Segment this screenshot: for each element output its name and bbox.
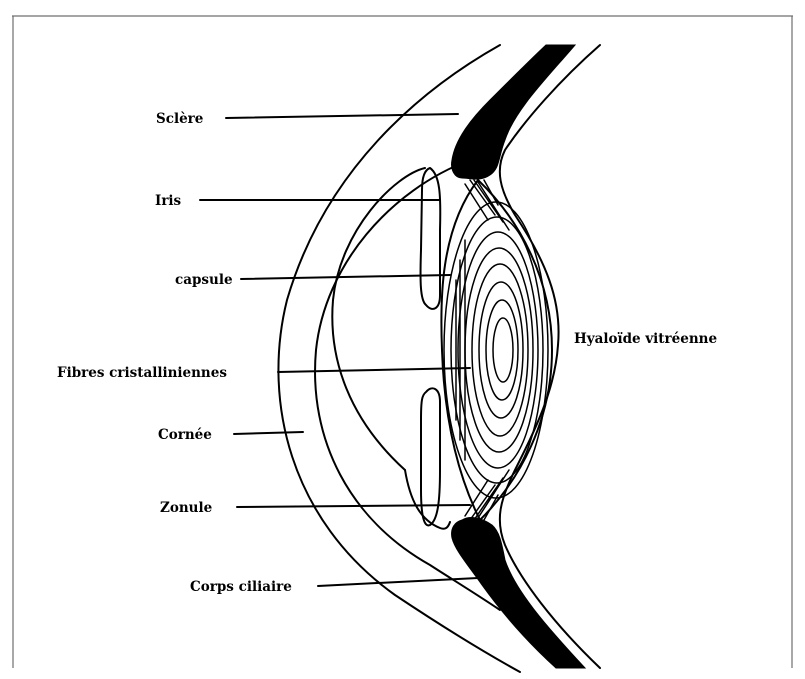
- label-iris: Iris: [155, 193, 182, 209]
- leader-cornee: [234, 432, 303, 434]
- label-fibres: Fibres cristalliniennes: [57, 365, 227, 381]
- leader-zonule: [237, 505, 470, 507]
- leader-fibres: [278, 368, 470, 372]
- label-corps-ciliaire: Corps ciliaire: [190, 579, 292, 595]
- lens-fibres: [444, 202, 548, 498]
- label-capsule: capsule: [175, 272, 233, 288]
- leader-corps-ciliaire: [318, 578, 478, 586]
- label-sclere: Sclère: [156, 111, 203, 127]
- anterior-chamber: [332, 168, 450, 529]
- leader-sclere: [226, 114, 458, 118]
- leader-capsule: [241, 275, 450, 279]
- label-hyaloide: Hyaloïde vitréenne: [574, 331, 717, 347]
- hyaloid-boundary: [500, 45, 600, 668]
- labels: Sclère Iris capsule Fibres cristallinien…: [57, 111, 717, 595]
- label-zonule: Zonule: [160, 500, 212, 516]
- label-cornee: Cornée: [158, 427, 212, 443]
